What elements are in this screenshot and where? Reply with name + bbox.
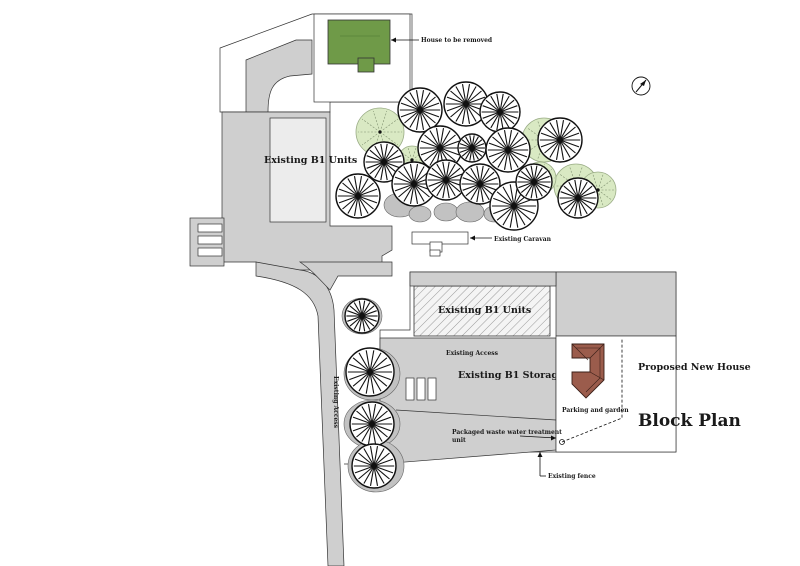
- dark-tree-5: [485, 127, 531, 173]
- storage-divider: [395, 409, 557, 421]
- house-removed-leader: [391, 37, 419, 43]
- dark-tree-12: [335, 173, 381, 219]
- lane-tree-3: [351, 443, 397, 489]
- house-to-be-removed-roof: [327, 19, 391, 65]
- storage-area-label: Existing B1 Storage area: [458, 370, 591, 381]
- house-removed-label: House to be removed: [421, 37, 493, 44]
- existing-b1-units-top: [269, 117, 327, 223]
- strip-top: [409, 271, 557, 287]
- house-plot: [313, 13, 411, 103]
- dark-tree-4: [457, 133, 487, 163]
- dark-tree-0: [397, 87, 443, 133]
- existing-b1-units-mid-label: Existing B1 Units: [438, 305, 531, 316]
- proposed-house-label: Proposed New House: [638, 362, 751, 373]
- proposed-house-roof: [571, 343, 605, 399]
- fence-leader: [537, 452, 546, 477]
- parking-label: Parking and garden: [562, 407, 629, 414]
- wwt-leader: [519, 435, 557, 441]
- dark-tree-13: [515, 163, 553, 201]
- lane-tree-1: [345, 347, 395, 397]
- existing-caravan: [411, 231, 469, 257]
- existing-caravan-label: Existing Caravan: [494, 236, 552, 243]
- dark-tree-7: [363, 141, 405, 183]
- lane-tree-layer: [344, 298, 397, 489]
- dark-tree-8: [391, 161, 437, 207]
- storage-parking-bays: [405, 377, 437, 401]
- lane-trees: [341, 297, 405, 493]
- caravan-leader: [470, 235, 492, 241]
- tree-layer: [335, 81, 617, 231]
- north-arrow-icon: [631, 76, 651, 96]
- dark-tree-9: [425, 159, 467, 201]
- lane-tree-0: [344, 298, 380, 334]
- block-plan-title: Block Plan: [638, 411, 741, 431]
- dark-tree-14: [557, 177, 599, 219]
- tree-cluster: [335, 81, 617, 231]
- packaged-wwt-label: Packaged waste water treatment: [452, 429, 562, 436]
- existing-access-side-label: Existing Access: [332, 376, 339, 429]
- existing-b1-units-top-label: Existing B1 Units: [264, 155, 357, 166]
- packaged-wwt-unit-label: unit: [452, 437, 466, 444]
- existing-fence-label: Existing fence: [548, 473, 596, 480]
- right-paved-yard: [555, 271, 677, 337]
- dark-tree-10: [459, 163, 501, 205]
- existing-access-top-label: Existing Access: [446, 350, 499, 357]
- dark-tree-2: [479, 91, 521, 133]
- b1-units-mid: [413, 285, 551, 337]
- left-parking-bays: [189, 217, 225, 267]
- dark-tree-6: [537, 117, 583, 163]
- lane-tree-2: [349, 401, 395, 447]
- access-lane: [255, 261, 393, 566]
